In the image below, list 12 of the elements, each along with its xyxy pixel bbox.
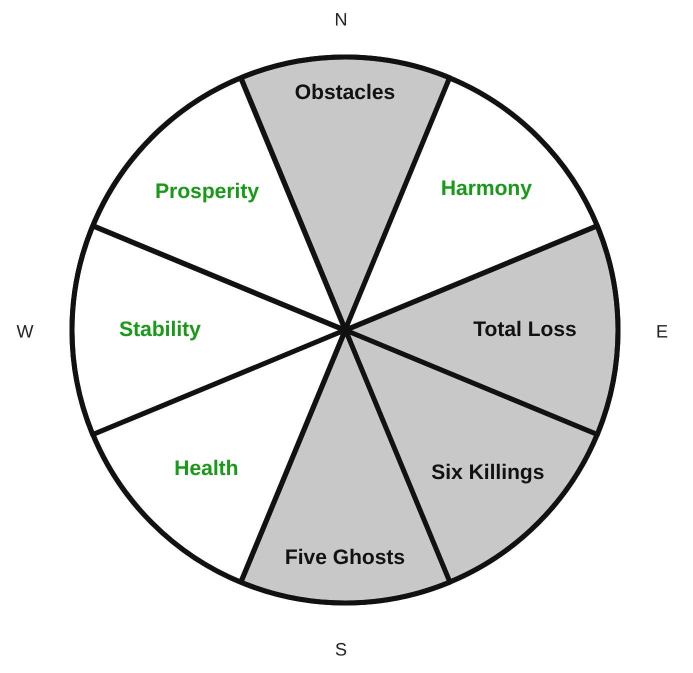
sector-label: Five Ghosts [284, 546, 406, 570]
sector-label: Total Loss [473, 318, 577, 342]
sector-label: Prosperity [155, 180, 260, 204]
compass-direction: S [335, 640, 347, 660]
sector-label: Six Killings [431, 460, 544, 485]
sector-label: Health [174, 456, 238, 481]
sector-label: Stability [119, 318, 201, 342]
compass-direction: W [16, 322, 34, 342]
compass-direction: E [656, 322, 668, 342]
sector-label: Obstacles [294, 81, 396, 105]
compass-direction: N [334, 10, 348, 30]
sector-label: Harmony [440, 176, 532, 201]
